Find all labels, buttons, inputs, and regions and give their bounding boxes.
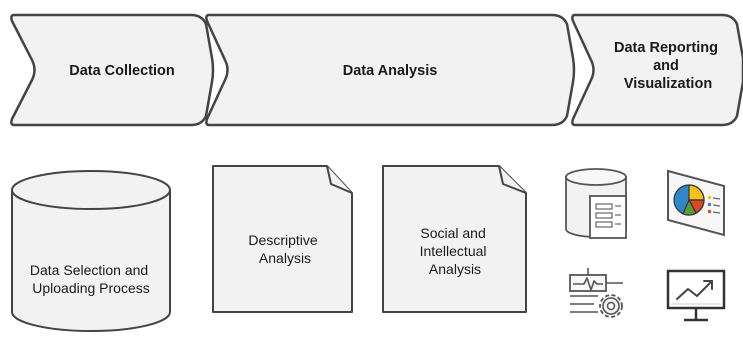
presentation-pie-chart-icon	[667, 169, 725, 237]
monitor-trend-chart-icon	[666, 269, 726, 322]
stage-label-data-analysis: Data Analysis	[343, 63, 438, 79]
document-social-intellectual-analysis: Social and Intellectual Analysis	[382, 165, 527, 313]
process-label-descriptive-analysis: Descriptive Analysis	[248, 232, 321, 266]
stage-chevron-data-analysis: Data Analysis	[205, 13, 576, 127]
document-descriptive-analysis: Descriptive Analysis	[212, 165, 353, 313]
process-label-social-intellectual-analysis: Social and Intellectual Analysis	[420, 225, 491, 277]
stage-chevron-data-reporting: Data Reporting and Visualization	[571, 13, 743, 127]
stage-label-data-collection: Data Collection	[69, 63, 175, 79]
database-report-icon	[565, 168, 627, 239]
process-label-data-selection: Data Selection and Uploading Process	[30, 262, 152, 296]
stage-label-data-reporting: Data Reporting and Visualization	[614, 40, 722, 92]
monitoring-gear-icon	[569, 268, 623, 318]
database-cylinder: Data Selection and Uploading Process	[11, 170, 171, 332]
stage-chevron-data-collection: Data Collection	[10, 13, 215, 127]
